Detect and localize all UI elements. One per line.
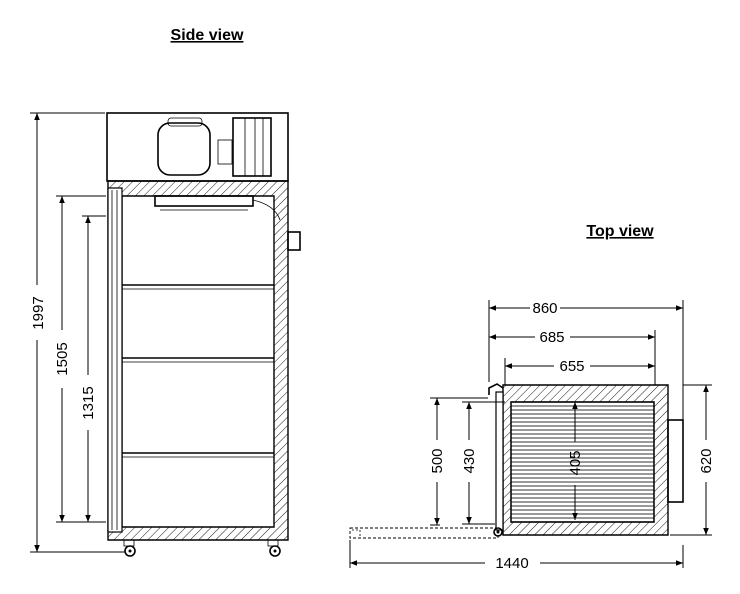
dimension-outer-width: 860 xyxy=(488,300,684,420)
dimension-door-height: 1315 xyxy=(80,215,106,523)
dimension-depth-430: 430 xyxy=(461,401,505,525)
dimension-overall-height: 1997 xyxy=(30,112,125,553)
dimension-inner-depth: 405 xyxy=(567,402,584,520)
dimension-mid-width: 685 xyxy=(488,329,656,385)
control-box xyxy=(287,231,301,251)
dimension-door-open: 1440 xyxy=(349,540,684,572)
castor-left xyxy=(123,539,136,557)
dim-1505-label: 1505 xyxy=(54,342,71,375)
dim-1315-label: 1315 xyxy=(80,386,97,419)
door-front xyxy=(107,187,123,533)
dim-430-label: 430 xyxy=(461,448,478,473)
compressor-unit xyxy=(157,122,211,176)
side-view-cabinet xyxy=(106,112,301,557)
dim-1440-label: 1440 xyxy=(495,555,528,572)
condenser-unit xyxy=(232,117,272,177)
dimension-inner-height: 1505 xyxy=(54,195,106,523)
dimension-depth-500: 500 xyxy=(429,397,488,526)
dimension-inner-width: 655 xyxy=(504,358,655,385)
dim-685-label: 685 xyxy=(539,329,564,346)
dim-655-label: 655 xyxy=(559,358,584,375)
dimension-outer-depth: 620 xyxy=(670,384,715,536)
dim-620-label: 620 xyxy=(698,448,715,473)
door-swing xyxy=(349,527,499,539)
shelf-grid xyxy=(510,401,655,523)
evaporator xyxy=(154,195,254,207)
castor-right xyxy=(267,539,281,557)
top-view-cabinet xyxy=(349,383,684,539)
dim-500-label: 500 xyxy=(429,448,446,473)
top-door xyxy=(495,391,504,531)
dim-1997-label: 1997 xyxy=(30,296,47,329)
dim-405-label: 405 xyxy=(567,450,584,475)
side-view-title: Side view xyxy=(171,27,244,44)
top-control-box xyxy=(667,419,684,503)
top-view-title: Top view xyxy=(586,223,654,240)
cabinet-wall xyxy=(107,180,289,541)
dim-860-label: 860 xyxy=(532,300,557,317)
